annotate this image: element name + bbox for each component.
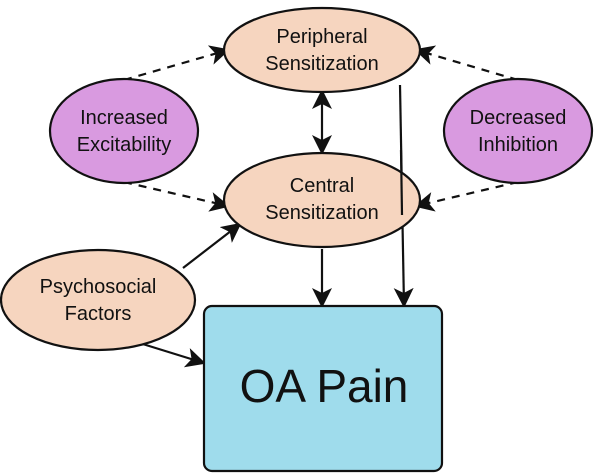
node-psychosocial-factors: Psychosocial Factors [0, 248, 197, 352]
edge-inhibition-to-peripheral [414, 45, 519, 82]
oa-pain-label: OA Pain [240, 360, 409, 412]
excitability-label-line-2: Excitability [77, 134, 171, 156]
node-peripheral-sensitization: Peripheral Sensitization [222, 6, 422, 94]
svg-text:Inhibition: Inhibition [478, 134, 558, 156]
svg-text:Central: Central [290, 175, 354, 197]
edge-excitability-to-central [123, 180, 230, 212]
svg-text:Peripheral: Peripheral [276, 26, 367, 48]
increased-excitability-shape [48, 77, 200, 185]
svg-text:Factors: Factors [65, 303, 132, 325]
inhibition-label-line-2: Inhibition [478, 134, 558, 156]
inhibition-label-line-1: Decreased [470, 107, 567, 129]
edge-excitability-to-peripheral [123, 45, 230, 82]
svg-text:Sensitization: Sensitization [265, 53, 378, 75]
psychosocial-factors-shape [0, 248, 197, 352]
psychosocial-label-line-1: Psychosocial [40, 276, 157, 298]
peripheral-label-line-2: Sensitization [265, 53, 378, 75]
central-label-line-2: Sensitization [265, 202, 378, 224]
svg-text:Decreased: Decreased [470, 107, 567, 129]
node-oa-pain: OA Pain [202, 304, 444, 473]
psychosocial-label-line-2: Factors [65, 303, 132, 325]
central-label-line-1: Central [290, 175, 354, 197]
oa-pain-box [202, 304, 444, 473]
peripheral-label-line-1: Peripheral [276, 26, 367, 48]
edge-inhibition-to-central [414, 180, 519, 212]
svg-text:Psychosocial: Psychosocial [40, 276, 157, 298]
edge-psychosocial-to-central [182, 222, 242, 269]
svg-text:OA Pain: OA Pain [240, 360, 409, 412]
edge-peripheral-through-central [399, 149, 404, 216]
node-increased-excitability: Increased Excitability [48, 77, 200, 185]
node-decreased-inhibition: Decreased Inhibition [442, 77, 594, 185]
central-sensitization-shape [222, 151, 422, 249]
node-central-sensitization: Central Sensitization [222, 151, 422, 249]
excitability-label-line-1: Increased [80, 107, 168, 129]
svg-text:Excitability: Excitability [77, 134, 171, 156]
decreased-inhibition-shape [442, 77, 594, 185]
peripheral-sensitization-shape [222, 6, 422, 94]
svg-text:Increased: Increased [80, 107, 168, 129]
svg-text:Sensitization: Sensitization [265, 202, 378, 224]
